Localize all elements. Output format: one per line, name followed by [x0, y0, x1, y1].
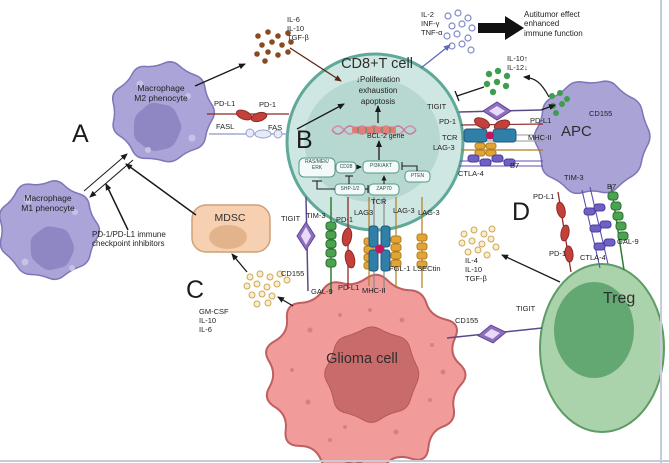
- glioma-cell-title: Glioma cell: [326, 351, 398, 367]
- arrow-inhibitors-to-conversion: [105, 183, 129, 231]
- arrow-dots-to-mdsc: [231, 253, 248, 273]
- glioma-lag3c-label: LAG-3: [418, 208, 440, 217]
- arrows: [83, 44, 561, 307]
- window-bottom-edge: [0, 460, 669, 462]
- m2-pdl1-label: PD-L1: [214, 99, 236, 108]
- m2-macrophage-title: Macrophage M2 phenocyte: [134, 83, 188, 104]
- glioma-tigit-label: TIGIT: [281, 214, 301, 223]
- glioma-lag3b-label: LAG-3: [393, 206, 415, 215]
- cd8-state-text: ↓Poliferation exhaustion apoptosis: [355, 75, 401, 106]
- cd8-glioma-receptor-bundle: [296, 196, 428, 294]
- pi3k-akt-box-label: PI3K/AKT: [370, 163, 392, 169]
- apc-il10-feedback: [454, 74, 550, 102]
- cd8-tcr-label: TCR: [442, 133, 458, 142]
- mdsc-cell: [191, 204, 271, 253]
- cd8-apc-receptor-bundle: [458, 101, 556, 167]
- apc-cell-title: APC: [561, 123, 592, 140]
- apc-b7-label: B7: [510, 161, 520, 170]
- treg-cell: [539, 263, 665, 433]
- glioma-cell: [265, 273, 467, 463]
- cd8-lag3-label: LAG-3: [433, 143, 455, 152]
- glioma-mhc2-label: MHC-II: [362, 286, 386, 295]
- zap70-box-label: ZAP70: [376, 185, 392, 192]
- fas-label: FAS: [268, 123, 283, 132]
- section-letter-b: B: [296, 126, 313, 154]
- arrow-signal-to-apoptosis: [296, 103, 345, 130]
- checkpoint-inhibitors-annotation: PD-1/PD-L1 immune checkpoint inhibitors: [92, 230, 166, 249]
- treg-tim3-label: TIM-3: [564, 173, 584, 182]
- treg-pdl1-label: PD-L1: [533, 192, 555, 201]
- cd28-box-label: CD28: [339, 163, 353, 170]
- apc-cytokine-dots: [483, 67, 511, 96]
- outcome-annotation: Autitumor effect enhanced immune functio…: [524, 10, 583, 38]
- m2-cd8-receptor-bundle: [207, 109, 289, 139]
- apc-cytokines-label: IL-10↑ IL-12↓: [507, 54, 528, 72]
- m2-macrophage-cell: [111, 61, 216, 163]
- glioma-cd155-label: CD155: [281, 269, 305, 278]
- apc-mhc2-label: MHC-II: [528, 133, 552, 142]
- treg-cytokines-label: IL-4 IL-10 TGF-β: [465, 256, 487, 283]
- treg-b7-label: B7: [607, 182, 617, 191]
- treg-cytokine-dots: [458, 225, 500, 259]
- m1-macrophage-title: Macrophage M1 phenocyte: [21, 193, 75, 214]
- section-letter-a: A: [72, 120, 89, 148]
- signaling-pathway: [298, 157, 431, 196]
- apc-pdl1-label: PD-L1: [530, 116, 552, 125]
- treg-gal9-label: GAL-9: [617, 237, 639, 246]
- m2-cytokine-dots: [254, 29, 294, 64]
- arrow-m2-to-cytokines: [194, 63, 246, 87]
- arrow-cytokines-to-cd8: [289, 47, 342, 82]
- mdsc-cytokine-dots: [243, 270, 291, 308]
- m1-macrophage-cell: [0, 180, 101, 281]
- treg-tigit-label: TIGIT: [516, 304, 536, 313]
- apc-cd155-label: CD155: [589, 109, 613, 118]
- window-right-edge: [660, 0, 662, 463]
- treg-cell-title: Treg: [603, 290, 636, 307]
- arrow-m2-to-m1: [89, 159, 134, 198]
- shp-box-label: SHP-1/2: [340, 185, 360, 192]
- bcl2-gene-label: BCL-2 gene: [367, 133, 405, 140]
- fasl-label: FASL: [216, 122, 235, 131]
- dna-bcl2: [331, 125, 417, 135]
- arrow-glioma-to-dots: [277, 296, 294, 307]
- pten-box-label: PTEN: [410, 172, 425, 179]
- glioma-pdl1-label: PD-L1: [338, 283, 360, 292]
- apc-treg-receptor-bundle: [556, 184, 629, 273]
- glioma-lag3a-label: LAG3: [354, 208, 374, 217]
- arrow-m1-to-m2: [83, 153, 128, 192]
- arrow-cd8-to-cytokines: [420, 44, 451, 69]
- apc-cell: [533, 80, 651, 195]
- cd8-ctla4-label: CTLA-4: [458, 169, 484, 178]
- treg-cd155-label: CD155: [455, 316, 479, 325]
- ras-mek-erk-box-label: RAS/MEK/ ERK: [305, 159, 329, 171]
- arrow-treg-to-cytokines: [501, 254, 561, 283]
- glioma-fgl1-label: FGL-1: [389, 264, 411, 273]
- cd8-cell-title: CD8+T cell: [341, 56, 413, 72]
- glioma-gal9-label: GAL-9: [311, 287, 333, 296]
- section-letter-c: C: [186, 276, 205, 304]
- arrow-mdsc-to-conversion: [125, 163, 197, 216]
- cd8-pd1-label: PD-1: [439, 117, 457, 126]
- arrow-outcome-big: [478, 16, 524, 40]
- mdsc-cell-title: MDSC: [214, 212, 246, 224]
- treg-ctla4-label: CTLA-4: [580, 253, 606, 262]
- m2-pd1-label: PD-1: [259, 100, 277, 109]
- cd8-tigit-label: TIGIT: [427, 102, 447, 111]
- mdsc-cytokines-label: GM-CSF IL-10 IL-6: [199, 307, 229, 334]
- section-letter-d: D: [512, 198, 531, 226]
- treg-pd1-label: PD-1: [549, 249, 567, 258]
- glioma-pd1-label: PD-1: [336, 215, 354, 224]
- glioma-tcr-label: TCR: [371, 197, 387, 206]
- glioma-tim3-label: TIM-3: [306, 211, 326, 220]
- cd8-cytokines-label: IL-2 INF-γ TNF-α: [421, 10, 443, 37]
- m2-cytokines-label: IL-6 IL-10 TGF-β: [287, 15, 309, 42]
- glioma-treg-tigit-link: [446, 324, 543, 344]
- glioma-lsectin-label: LSECtin: [413, 264, 441, 273]
